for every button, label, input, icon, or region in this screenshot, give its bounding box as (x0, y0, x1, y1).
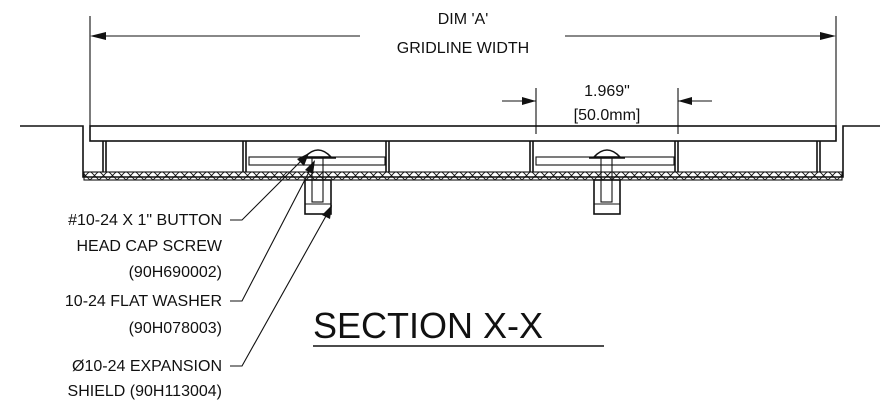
washer-label: 10-24 FLAT WASHER (65, 293, 222, 310)
washer-part-number: (90H078003) (129, 320, 222, 337)
ribs (102, 141, 821, 172)
expansion-shield (593, 179, 621, 215)
shield-label-line2: SHIELD (90H113004) (68, 383, 222, 400)
arrow-in-left-icon (522, 97, 536, 105)
spacing-dimension: 1.969" [50.0mm] (502, 83, 712, 134)
gridline-panel (89, 125, 837, 172)
expansion-shield (304, 179, 332, 215)
screw-label-line1: #10-24 X 1" BUTTON (68, 212, 222, 229)
button-head-icon (592, 149, 622, 158)
overall-dimension: DIM 'A' GRIDLINE WIDTH (89, 11, 837, 126)
arrow-right-icon (820, 32, 836, 40)
arrow-in-right-icon (678, 97, 692, 105)
leader-arrow-icon (305, 160, 315, 174)
fastener-right (589, 149, 625, 215)
gridline-width-label: GRIDLINE WIDTH (397, 40, 529, 57)
leaders (230, 153, 332, 367)
base-hatching (83, 171, 843, 181)
spacing-inches-label: 1.969" (584, 83, 630, 100)
leader-arrow-icon (297, 153, 309, 166)
shield-label-line1: Ø10-24 EXPANSION (72, 358, 222, 375)
screw-label-line2: HEAD CAP SCREW (76, 238, 222, 255)
spacing-mm-label: [50.0mm] (574, 107, 641, 124)
leader-arrow-icon (322, 205, 332, 219)
arrow-left-icon (90, 32, 106, 40)
dim-a-label: DIM 'A' (438, 11, 489, 28)
section-title: SECTION X-X (313, 305, 543, 346)
callout-labels: #10-24 X 1" BUTTON HEAD CAP SCREW (90H69… (65, 212, 223, 400)
section-title-group: SECTION X-X (313, 305, 604, 347)
screw-part-number: (90H690002) (129, 264, 222, 281)
floor-surface (20, 125, 880, 181)
button-head-icon (303, 149, 333, 158)
